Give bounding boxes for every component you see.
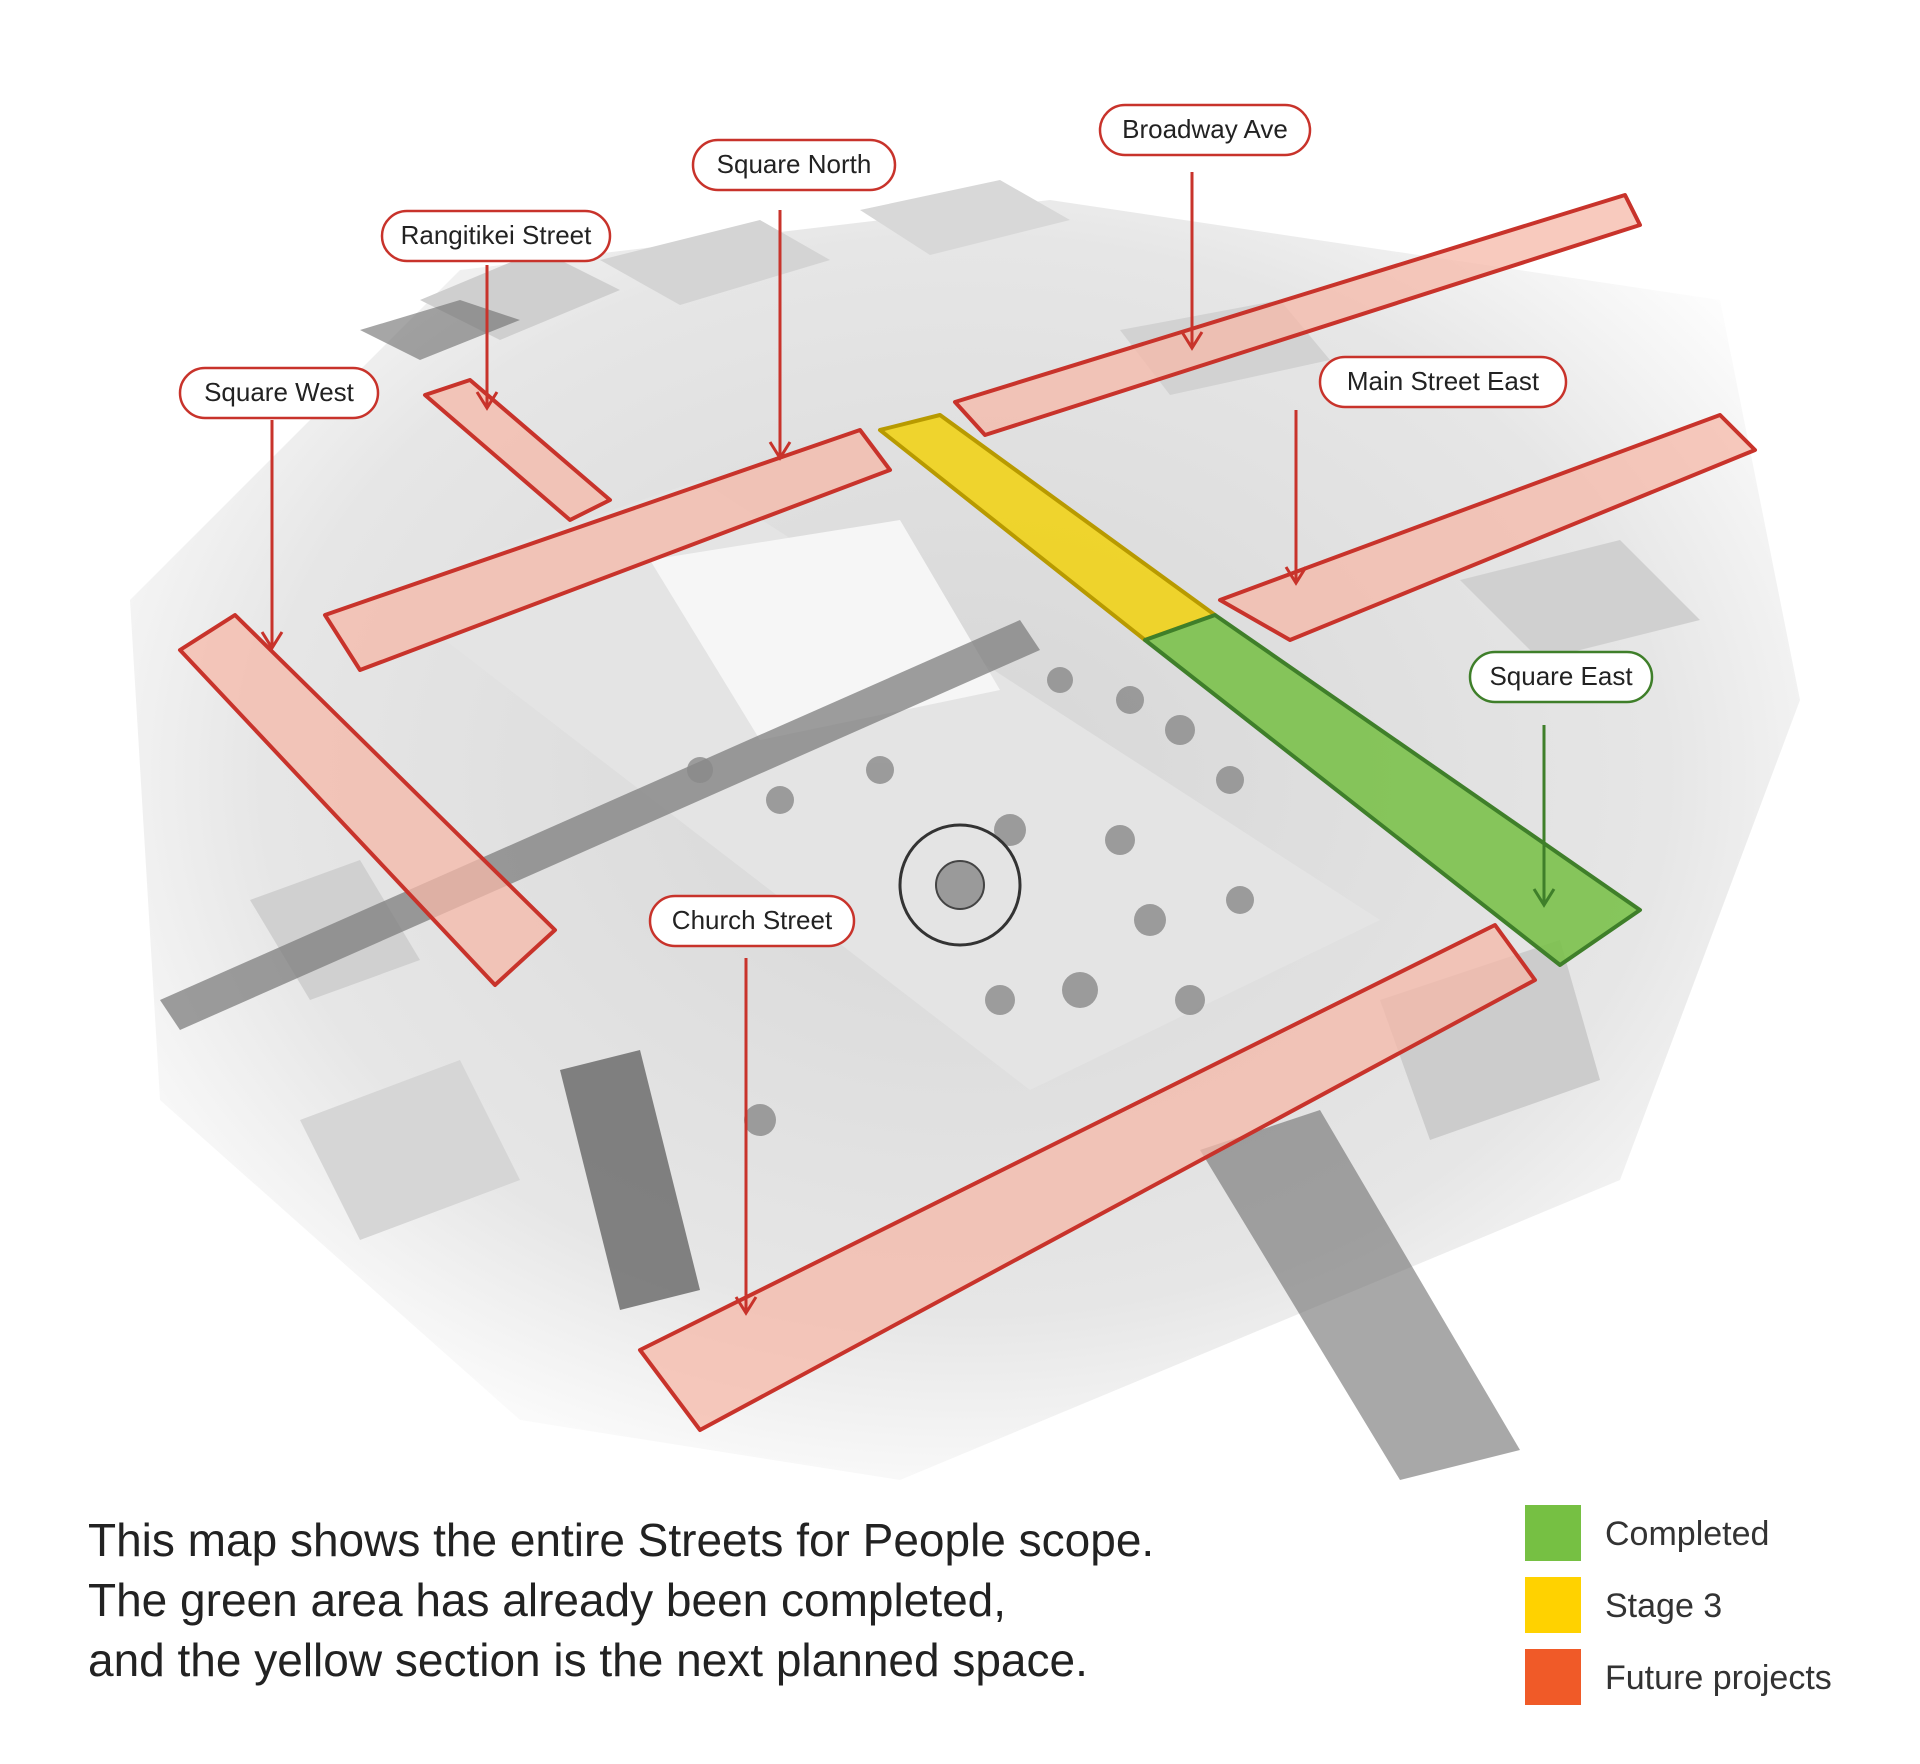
zone-square-west — [178, 613, 557, 987]
zone-completed-square-east — [1143, 613, 1642, 967]
label-square-east: Square East — [1468, 650, 1654, 704]
map-legend: Completed Stage 3 Future projects — [1525, 1505, 1905, 1721]
caption-line-3: and the yellow section is the next plann… — [88, 1634, 1088, 1686]
label-broadway-ave: Broadway Ave — [1098, 103, 1312, 157]
label-square-north: Square North — [691, 138, 897, 192]
zone-church-street — [638, 923, 1537, 1432]
legend-label-future: Future projects — [1605, 1659, 1832, 1697]
label-church-street: Church Street — [648, 894, 856, 948]
legend-swatch-future — [1525, 1649, 1581, 1705]
label-broadway-ave-text: Broadway Ave — [1122, 114, 1288, 144]
label-rangitikei-street-text: Rangitikei Street — [401, 220, 593, 250]
label-main-street-east-text: Main Street East — [1347, 366, 1540, 396]
label-square-east-text: Square East — [1489, 661, 1633, 691]
caption-line-2: The green area has already been complete… — [88, 1574, 1007, 1626]
street-labels: Square West Rangitikei Street Square Nor… — [178, 103, 1654, 948]
label-church-street-text: Church Street — [672, 905, 833, 935]
legend-item-completed: Completed — [1525, 1505, 1905, 1577]
legend-swatch-completed — [1525, 1505, 1581, 1561]
label-arrows — [260, 172, 1556, 1316]
zones — [178, 193, 1757, 1432]
city-base — [130, 180, 1800, 1480]
legend-swatch-stage3 — [1525, 1577, 1581, 1633]
zone-square-north — [323, 428, 892, 672]
label-square-west-text: Square West — [204, 377, 355, 407]
map-caption: This map shows the entire Streets for Pe… — [88, 1510, 1388, 1690]
zone-broadway-ave — [953, 193, 1642, 437]
legend-label-stage3: Stage 3 — [1605, 1587, 1723, 1625]
zone-main-street-east — [1218, 413, 1757, 642]
legend-item-stage3: Stage 3 — [1525, 1577, 1905, 1649]
zone-rangitikei-street — [423, 378, 612, 522]
legend-item-future: Future projects — [1525, 1649, 1905, 1721]
caption-line-1: This map shows the entire Streets for Pe… — [88, 1514, 1155, 1566]
label-square-north-text: Square North — [717, 149, 872, 179]
label-square-west: Square West — [178, 366, 380, 420]
label-rangitikei-street: Rangitikei Street — [380, 209, 612, 263]
legend-label-completed: Completed — [1605, 1515, 1770, 1553]
label-main-street-east: Main Street East — [1318, 355, 1568, 409]
